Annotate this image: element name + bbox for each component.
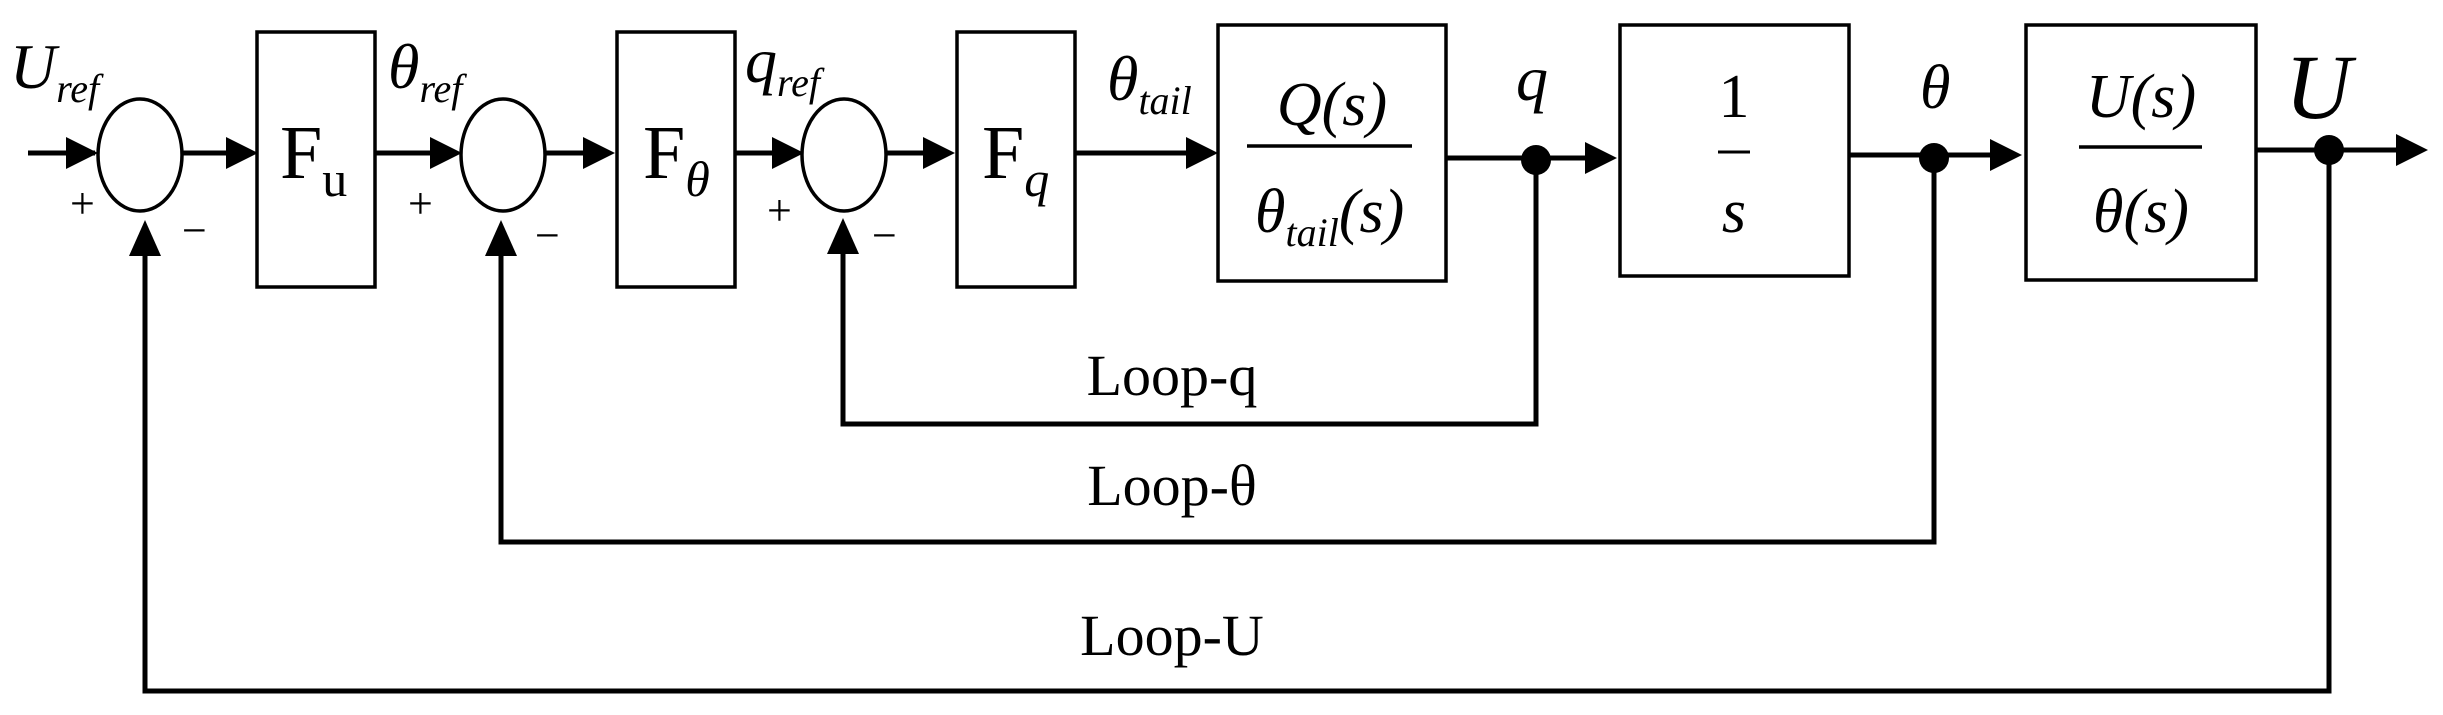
block-integrator: 1 s [1618,23,1851,278]
theta-tail-sub: tail [1138,78,1191,123]
theta-output-label: θ [1920,54,1950,122]
loop-u-label: Loop-U [1080,603,1264,668]
input-arrowhead [66,137,98,169]
block-fu-main: F [280,111,322,195]
svg-text:Fq: Fq [982,111,1049,207]
block-ftheta: Fθ [615,30,737,289]
plant-denominator-rest: (s) [1339,178,1404,246]
sum-q-minus-sign: − [872,211,897,260]
u-output-label: U [2285,36,2357,138]
loop-theta-label: Loop-θ [1087,453,1257,518]
sum-q-to-fq-arrowhead [923,137,955,169]
summing-junction-theta: + − [408,97,560,260]
plant-numerator: Q(s) [1277,71,1387,139]
svg-text:Fu: Fu [280,111,347,207]
u-ref-label: Uref [10,31,104,111]
fu-to-sum-theta-arrowhead [430,137,462,169]
loop-u-arrowhead [129,220,161,256]
pickoff-node-q [1521,145,1551,175]
block-q-over-theta-tail: Q(s) θtail(s) [1216,23,1448,283]
block-fq-sub: q [1024,151,1049,207]
loop-u-line [142,150,2332,694]
sum-theta-to-ftheta-arrowhead [583,137,615,169]
pickoff-node-theta [1919,143,1949,173]
block-ftheta-main: F [643,111,685,195]
loop-q-line [840,162,1539,427]
svg-text:θtail(s): θtail(s) [1255,178,1404,255]
sum-theta-minus-sign: − [535,211,560,260]
theta-ref-sub: ref [419,66,467,111]
theta-ref-main: θ [388,31,419,102]
q-ref-main: q [745,25,777,96]
integrator-denominator: s [1722,178,1746,246]
ftheta-to-sum-q-arrowhead [772,137,804,169]
summing-junction-q: + − [767,97,897,260]
plant-denominator-main: θ [1255,178,1285,246]
theta-ref-label: θref [388,31,467,111]
output-block-denominator: θ(s) [2093,178,2189,246]
fq-to-plant-arrowhead [1186,137,1218,169]
output-block-numerator: U(s) [2086,63,2196,131]
sum-u-plus-sign: + [70,179,95,228]
sum-q-plus-sign: + [767,186,792,235]
theta-tail-label: θtail [1107,43,1192,123]
sum-u-minus-sign: − [182,206,207,255]
pickoff-node-u [2314,135,2344,165]
theta-tail-main: θ [1107,43,1138,114]
loop-q-label: Loop-q [1087,343,1258,408]
loop-theta-arrowhead [485,220,517,256]
block-fu-sub: u [322,151,347,207]
q-ref-sub: ref [777,60,825,105]
u-ref-sub: ref [56,66,104,111]
q-ref-label: qref [745,25,825,105]
block-fu: Fu [255,30,377,289]
sum-theta-plus-sign: + [408,179,433,228]
u-ref-main: U [10,31,60,102]
feedback-loops [129,150,2332,694]
block-ftheta-sub: θ [685,151,710,207]
block-fq: Fq [955,30,1077,289]
sum-u-to-fu-arrowhead [226,137,258,169]
svg-text:Fθ: Fθ [643,111,710,207]
loop-q-arrowhead [827,218,859,254]
integrator-numerator: 1 [1719,63,1750,131]
integrator-to-output-arrowhead [1990,139,2022,171]
block-u-over-theta: U(s) θ(s) [2024,23,2258,282]
output-arrowhead [2396,134,2428,166]
plant-to-integrator-arrowhead [1585,142,1617,174]
block-fq-main: F [982,111,1024,195]
plant-denominator-sub: tail [1285,210,1338,255]
q-output-label: q [1516,43,1548,114]
summing-junction-u: + − [70,97,207,255]
loop-theta-line [498,158,1937,545]
